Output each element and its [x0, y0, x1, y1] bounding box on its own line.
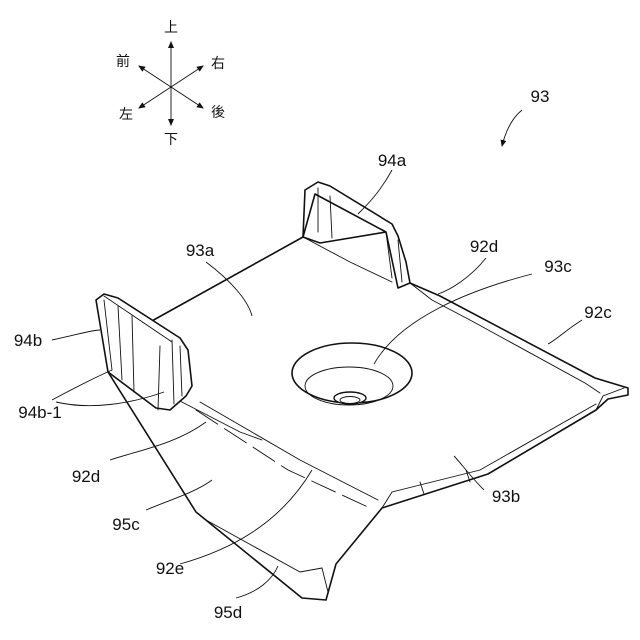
label-93: 93: [531, 87, 550, 106]
leader-92c: [548, 320, 582, 344]
label-94b: 94b: [14, 331, 42, 350]
leader-94b-1-a: [52, 370, 112, 400]
direction-left-label: 左: [119, 107, 133, 123]
left-arrow: [139, 87, 171, 108]
label-92d-left: 92d: [72, 467, 100, 486]
label-92e: 92e: [156, 559, 184, 578]
label-95c: 95c: [112, 515, 140, 534]
label-93b: 93b: [492, 487, 520, 506]
rear-arrow: [171, 87, 203, 108]
direction-rear-label: 後: [211, 105, 225, 121]
label-92d-right: 92d: [470, 237, 498, 256]
label-93a: 93a: [186, 241, 215, 260]
direction-front-label: 前: [116, 53, 130, 70]
label-92c: 92c: [584, 303, 612, 322]
front-arrow: [139, 66, 171, 87]
direction-compass: 上 下 前 右 左 後: [116, 20, 225, 148]
right-arrow: [171, 66, 203, 87]
direction-right-label: 右: [211, 56, 225, 72]
label-93c: 93c: [544, 257, 572, 276]
plate-outline: [108, 232, 628, 600]
direction-up-label: 上: [164, 20, 178, 36]
leader-92d-right: [438, 258, 486, 294]
label-95d: 95d: [214, 603, 242, 622]
direction-down-label: 下: [164, 132, 178, 148]
label-94b-1: 94b-1: [18, 403, 61, 422]
label-94a: 94a: [378, 151, 407, 170]
part-drawing: [96, 182, 628, 600]
leader-94b: [52, 330, 100, 340]
leader-93: [502, 110, 522, 146]
